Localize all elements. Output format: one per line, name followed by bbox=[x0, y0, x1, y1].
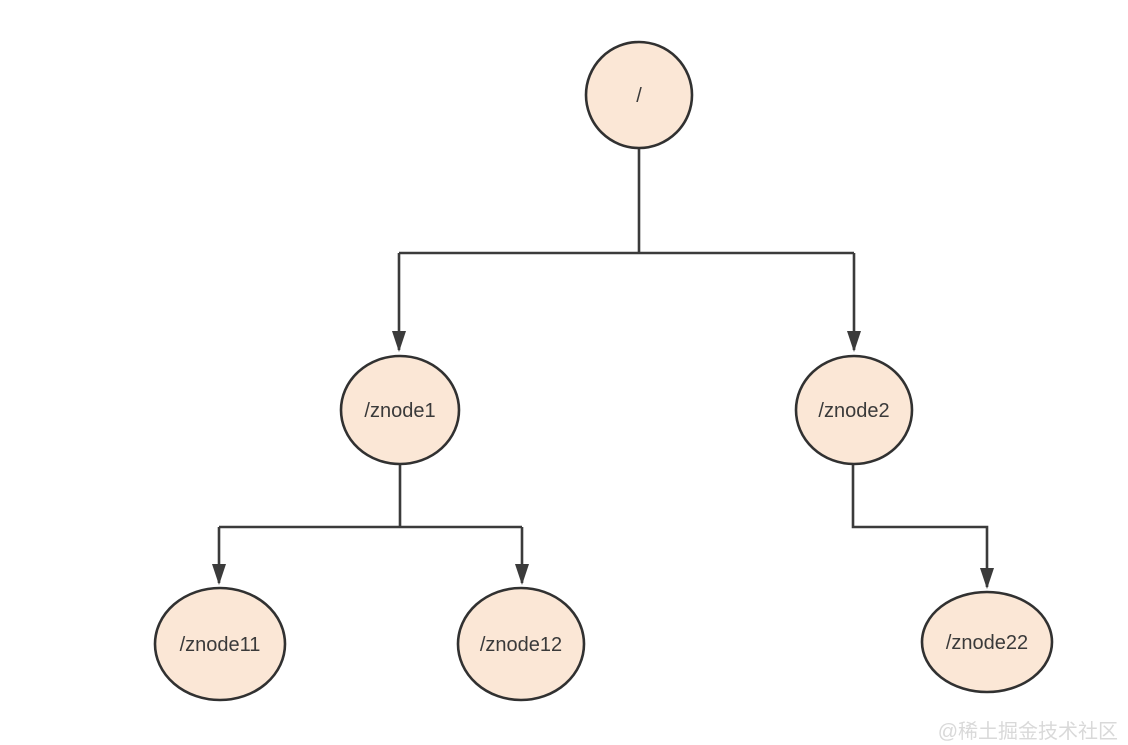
node-label-znode12: /znode12 bbox=[480, 634, 562, 656]
node-shape-znode1 bbox=[339, 354, 461, 466]
node-shape-znode22 bbox=[920, 590, 1054, 694]
tree-node-znode2: /znode2 bbox=[794, 354, 914, 466]
node-label-znode22: /znode22 bbox=[946, 632, 1028, 654]
edge-znode2-to-znode22 bbox=[851, 464, 994, 589]
tree-node-znode11: /znode11 bbox=[153, 586, 287, 702]
tree-node-znode1: /znode1 bbox=[339, 354, 461, 466]
node-shape-znode12 bbox=[456, 586, 586, 702]
node-label-znode2: /znode2 bbox=[818, 400, 889, 422]
tree-node-znode12: /znode12 bbox=[456, 586, 586, 702]
node-label-root: / bbox=[636, 85, 642, 107]
node-shape-znode2 bbox=[794, 354, 914, 466]
node-label-znode11: /znode11 bbox=[180, 634, 261, 656]
node-label-znode1: /znode1 bbox=[364, 400, 435, 422]
watermark: @稀土掘金技术社区 bbox=[938, 720, 1118, 743]
tree-node-znode22: /znode22 bbox=[920, 590, 1054, 694]
node-shape-znode11 bbox=[153, 586, 287, 702]
tree-node-root: / bbox=[584, 40, 694, 150]
node-shape-root bbox=[584, 40, 694, 150]
tree-edges bbox=[212, 148, 994, 589]
